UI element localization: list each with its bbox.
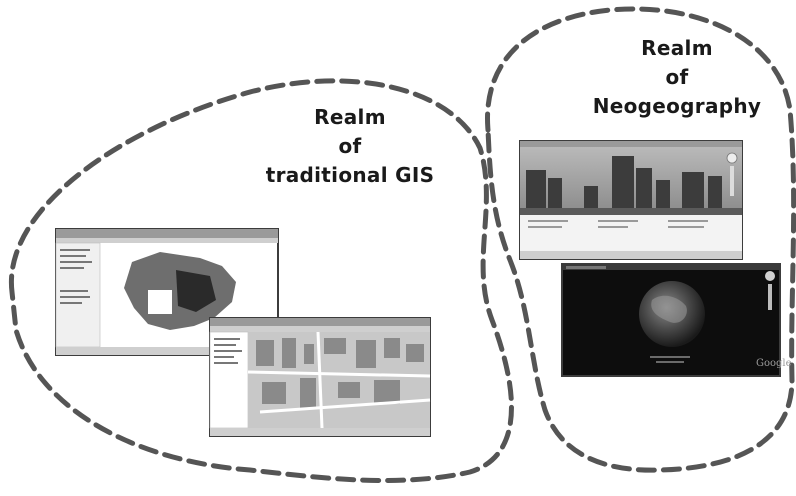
neogeography-realm-title-line-3: Neogeography — [592, 94, 762, 118]
gis-realm-title-line-1: Realm — [314, 105, 386, 129]
globe-brand-logo: Google — [756, 358, 792, 369]
gis-realm-boundary — [8, 78, 514, 484]
neogeography-realm-title: Realm of Neogeography — [570, 34, 784, 121]
gis-window-overview — [55, 228, 279, 356]
neogeography-realm-boundary — [485, 6, 796, 473]
gis-realm-title-line-2: of — [338, 134, 362, 158]
gis-realm-title: Realm of traditional GIS — [220, 103, 480, 190]
virtual-globe-window: Google — [561, 263, 792, 377]
neogeography-realm-title-line-1: Realm — [641, 36, 713, 60]
gis-window-street-map — [209, 317, 431, 437]
street-view-window — [519, 140, 743, 260]
neogeography-realm-title-line-2: of — [665, 65, 689, 89]
gis-realm-title-line-3: traditional GIS — [265, 163, 435, 187]
